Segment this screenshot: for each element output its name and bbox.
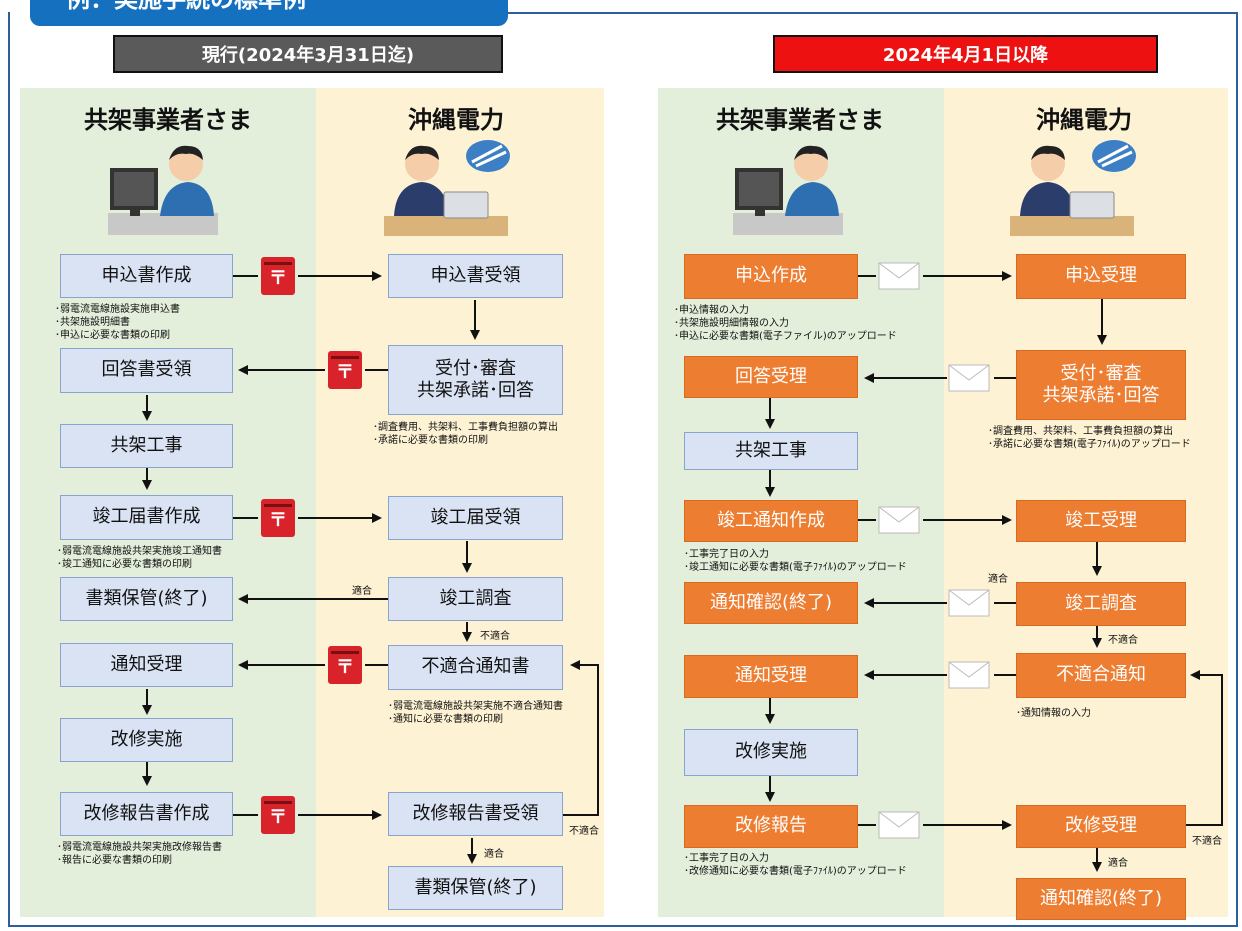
new-notice-receive-box: 通知受理 (684, 655, 858, 698)
envelope-icon (948, 661, 990, 689)
new-repair-report-box: 改修報告 (684, 805, 858, 848)
current-repair-note: ･弱電流電線施設共架実施改修報告書 ･報告に必要な書類の印刷 (57, 842, 222, 866)
current-conform2-label: 適合 (484, 849, 504, 860)
new-operator-person-icon (733, 145, 843, 235)
current-repair-report-create-box: 改修報告書作成 (60, 792, 233, 836)
postbox-icon: 〒 (328, 351, 362, 389)
new-apply-receive-box: 申込受理 (1016, 254, 1186, 299)
new-nonconform-note: ･通知情報の入力 (1016, 708, 1091, 719)
current-utility-title: 沖縄電力 (408, 106, 504, 134)
new-review-box: 受付･審査 共架承諾･回答 (1016, 350, 1186, 420)
new-operator-title: 共架事業者さま (716, 106, 884, 134)
postbox-icon: 〒 (328, 646, 362, 684)
new-answer-receive-box: 回答受理 (684, 356, 858, 398)
new-apply-note: ･申込情報の入力 ･共架施設明細情報の入力 ･申込に必要な書類(電子ファイル)の… (674, 305, 897, 342)
current-review-note: ･調査費用、共架料、工事費負担額の算出 ･承諾に必要な書類の印刷 (373, 422, 558, 446)
new-completion-note: ･工事完了日の入力 ･竣工通知に必要な書類(電子ﾌｧｲﾙ)のアップロード (684, 549, 907, 573)
current-notice-receive-box: 通知受理 (60, 643, 233, 687)
new-repair-box: 改修実施 (684, 729, 858, 776)
frame-top-border (500, 12, 1238, 14)
new-apply-create-box: 申込作成 (684, 254, 858, 299)
current-nonconform2-label: 不適合 (569, 826, 599, 837)
current-store-done2-box: 書類保管(終了) (388, 866, 563, 910)
new-repair-note: ･工事完了日の入力 ･改修通知に必要な書類(電子ﾌｧｲﾙ)のアップロード (684, 853, 907, 877)
current-period-header: 現行(2024年3月31日迄) (113, 35, 503, 73)
new-conform-label: 適合 (988, 574, 1008, 585)
current-nonconform-note: ･弱電流電線施設共架実施不適合通知書 ･通知に必要な書類の印刷 (388, 701, 563, 725)
current-repair-report-receive-box: 改修報告書受領 (388, 792, 563, 836)
current-inspection-box: 竣工調査 (388, 577, 563, 621)
new-nonconform-notice-box: 不適合通知 (1016, 653, 1186, 698)
current-completion-create-box: 竣工届書作成 (60, 495, 233, 540)
utility-person-icon (384, 140, 510, 236)
current-nonconform-notice-box: 不適合通知書 (388, 645, 563, 690)
current-nonconform-label: 不適合 (480, 631, 510, 642)
postbox-icon: 〒 (261, 257, 295, 295)
outer-frame (8, 12, 1238, 927)
new-nonconform-label: 不適合 (1108, 635, 1138, 646)
new-utility-person-icon (1010, 140, 1136, 236)
current-operator-title: 共架事業者さま (84, 106, 252, 134)
postbox-icon: 〒 (261, 499, 295, 537)
current-answer-receive-box: 回答書受領 (60, 348, 233, 393)
current-repair-box: 改修実施 (60, 718, 233, 762)
new-conform2-label: 適合 (1108, 858, 1128, 869)
new-period-header: 2024年4月1日以降 (773, 35, 1158, 73)
current-completion-receive-box: 竣工届受領 (388, 496, 563, 540)
page-title-tab: 例：実施手続の標準例 (30, 0, 508, 26)
operator-person-icon (108, 145, 218, 235)
new-completion-receive-box: 竣工受理 (1016, 500, 1186, 542)
new-review-note: ･調査費用、共架料、工事費負担額の算出 ･承諾に必要な書類(電子ﾌｧｲﾙ)のアッ… (988, 426, 1191, 450)
new-construction-box: 共架工事 (684, 432, 858, 470)
page-title: 例：実施手続の標準例 (66, 0, 306, 13)
envelope-icon (948, 589, 990, 617)
new-completion-create-box: 竣工通知作成 (684, 500, 858, 542)
new-notice-done-box: 通知確認(終了) (684, 582, 858, 624)
envelope-icon (878, 811, 920, 839)
envelope-icon (878, 262, 920, 290)
new-notice-done2-box: 通知確認(終了) (1016, 878, 1186, 920)
current-conform-label: 適合 (352, 586, 372, 597)
current-review-box: 受付･審査 共架承諾･回答 (388, 345, 563, 415)
current-apply-note: ･弱電流電線施設実施申込書 ･共架施設明細書 ･申込に必要な書類の印刷 (55, 304, 180, 341)
postbox-icon: 〒 (261, 796, 295, 834)
envelope-icon (948, 364, 990, 392)
new-inspection-box: 竣工調査 (1016, 582, 1186, 626)
current-apply-receive-box: 申込書受領 (388, 254, 563, 298)
current-store-done-box: 書類保管(終了) (60, 577, 233, 621)
new-nonconform2-label: 不適合 (1192, 836, 1222, 847)
current-construction-box: 共架工事 (60, 424, 233, 468)
new-utility-title: 沖縄電力 (1036, 106, 1132, 134)
current-completion-note: ･弱電流電線施設共架実施竣工通知書 ･竣工通知に必要な書類の印刷 (57, 546, 222, 570)
envelope-icon (878, 506, 920, 534)
new-repair-receive-box: 改修受理 (1016, 805, 1186, 848)
current-apply-create-box: 申込書作成 (60, 254, 233, 298)
